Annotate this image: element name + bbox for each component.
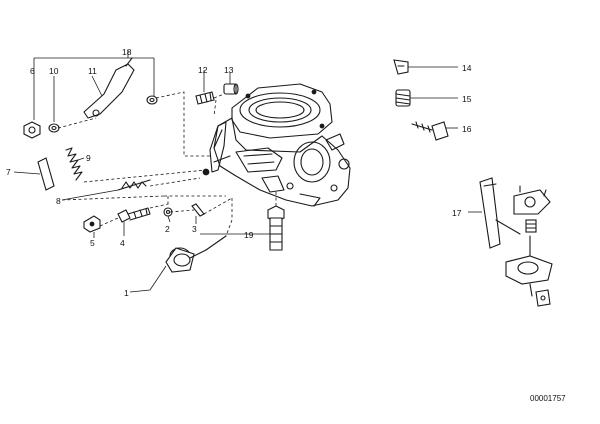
callout-2: 2 [165,224,170,234]
callout-13: 13 [224,65,234,75]
part-8-rod [117,179,151,191]
callout-16: 16 [462,124,472,134]
carburetor-body [202,83,351,207]
catalog-number: 00001757 [530,394,566,403]
part-15-spring [395,89,411,107]
part-7-pin [37,157,55,191]
part-9-spring [65,147,83,181]
leader-lines [13,50,482,293]
callout-10: 10 [49,66,59,76]
part-19-screw [267,205,285,251]
callout-14: 14 [462,63,472,73]
part-14-screw [393,59,409,75]
part-10-washer [48,123,60,133]
callout-5: 5 [90,238,95,248]
callout-12: 12 [198,65,208,75]
callout-4: 4 [120,238,125,248]
callout-15: 15 [462,94,472,104]
part-1-solenoid-valve [165,235,227,273]
part-12-jet [195,91,215,105]
part-18-linkage-rod [83,57,135,119]
callout-3: 3 [192,224,197,234]
part-5-cap [83,215,101,233]
callouts: 1 2 3 4 5 6 7 8 9 10 11 12 13 14 15 16 1… [6,47,472,298]
callout-18: 18 [122,47,132,57]
part-17-bracket-assembly [479,177,553,307]
part-4-screw [117,207,151,223]
callout-7: 7 [6,167,11,177]
part-13-sleeve [223,83,239,95]
callout-19: 19 [244,230,254,240]
callout-1: 1 [124,288,129,298]
callout-6: 6 [30,66,35,76]
part-6-nut [23,121,41,139]
callout-17: 17 [452,208,462,218]
part-16-screw [411,121,449,141]
callout-11: 11 [88,66,97,76]
part-18-washer [146,95,158,105]
callout-8: 8 [56,196,61,206]
callout-9: 9 [86,153,91,163]
